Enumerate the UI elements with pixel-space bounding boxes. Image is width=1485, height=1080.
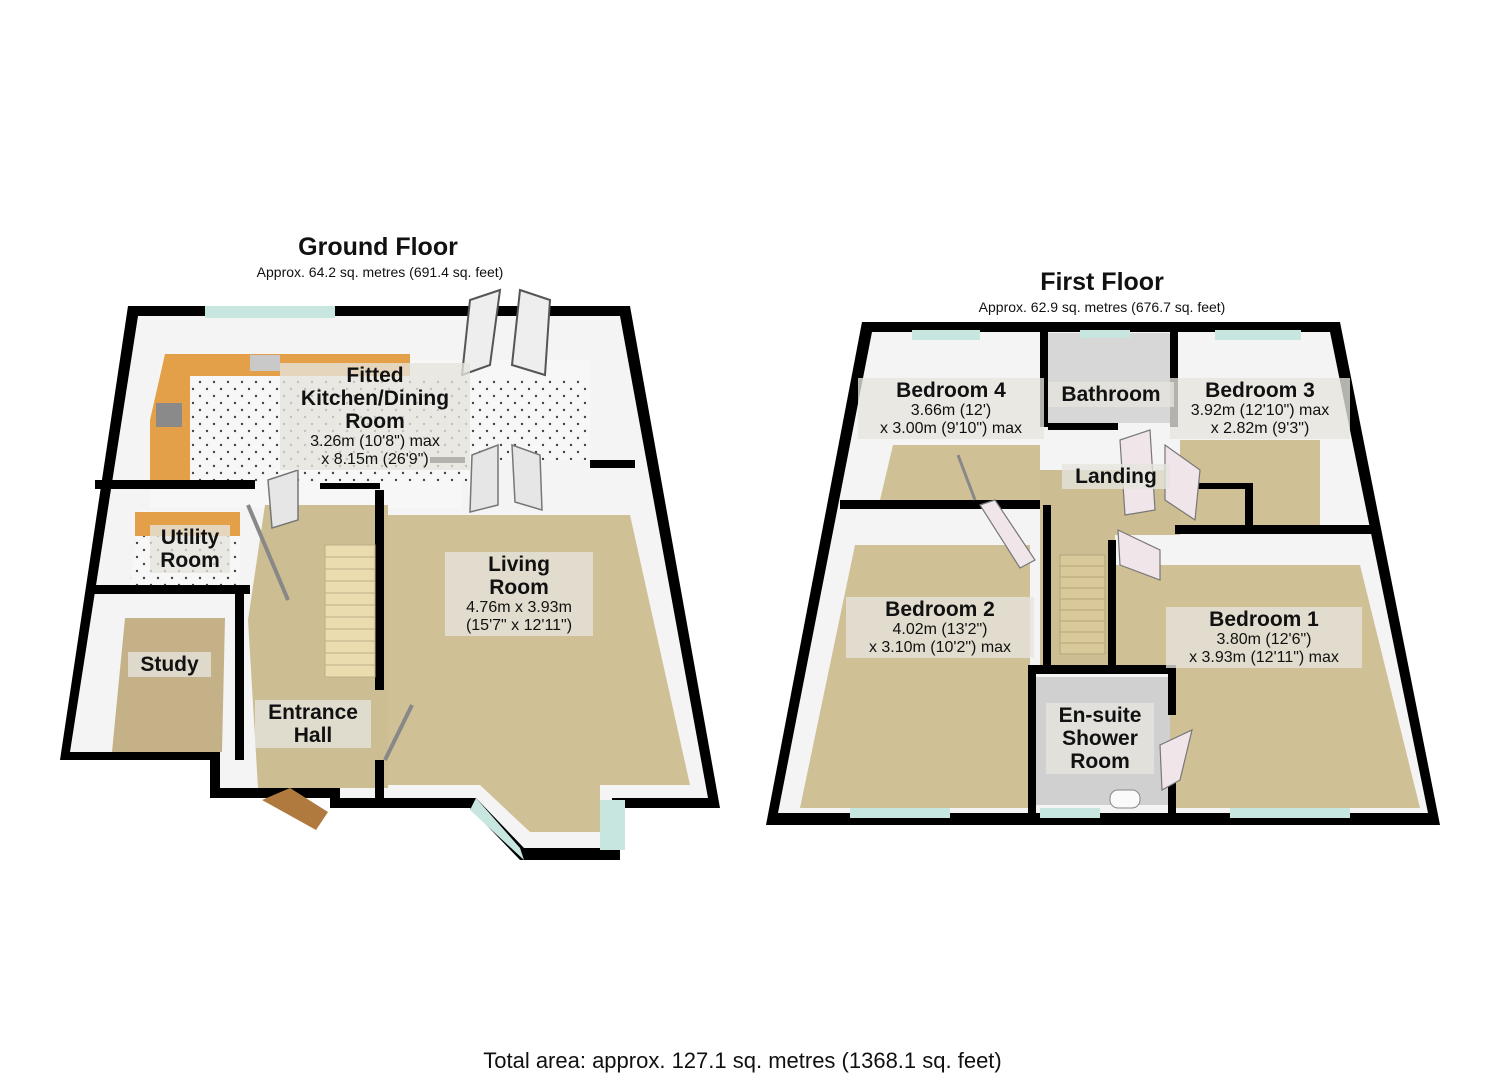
room-name: Room <box>345 410 405 433</box>
room-dimension: 3.80m (12'6") <box>1216 631 1312 648</box>
room-name: En-suite <box>1058 704 1142 727</box>
room-name: Landing <box>1075 465 1157 488</box>
room-name: Living <box>488 553 550 576</box>
ground-floor-title: Ground Floor <box>298 233 458 261</box>
room-label-ensuite-shower-room: En-suite Shower Room <box>1046 703 1154 774</box>
ground-floor-area: Approx. 64.2 sq. metres (691.4 sq. feet) <box>256 264 504 280</box>
room-dimension: x 3.10m (10'2") max <box>868 639 1012 656</box>
room-label-bedroom-1: Bedroom 1 3.80m (12'6") x 3.93m (12'11")… <box>1166 607 1362 668</box>
room-label-entrance-hall: Entrance Hall <box>255 700 371 748</box>
room-dimension: 3.92m (12'10") max <box>1190 402 1330 419</box>
room-label-utility-room: Utility Room <box>150 525 230 573</box>
room-label-living-room: Living Room 4.76m x 3.93m (15'7" x 12'11… <box>445 552 593 636</box>
room-dimension: 4.02m (13'2") <box>892 621 988 638</box>
room-dimension: 4.76m x 3.93m <box>466 599 572 616</box>
room-dimension: x 3.00m (9'10") max <box>879 420 1023 437</box>
room-name: Hall <box>293 724 333 747</box>
total-area: Total area: approx. 127.1 sq. metres (13… <box>483 1048 1002 1073</box>
room-name: Bedroom 2 <box>885 598 995 621</box>
room-name: Utility <box>160 526 220 549</box>
room-name: Entrance <box>268 701 358 724</box>
room-name: Shower <box>1062 727 1138 750</box>
room-dimension: x 8.15m (26'9") <box>321 451 429 468</box>
first-floor-title: First Floor <box>1040 268 1164 296</box>
room-dimension: 3.26m (10'8") max <box>310 433 440 450</box>
room-name: Room <box>1070 750 1130 773</box>
room-name: Fitted <box>346 364 404 387</box>
room-label-kitchen-dining: Fitted Kitchen/Dining Room 3.26m (10'8")… <box>280 363 470 470</box>
room-name: Bathroom <box>1061 383 1161 406</box>
room-label-bathroom: Bathroom <box>1048 382 1174 407</box>
room-dimension: x 2.82m (9'3") <box>1210 420 1310 437</box>
room-dimension: (15'7" x 12'11") <box>465 617 573 634</box>
room-name: Room <box>489 576 549 599</box>
room-label-bedroom-3: Bedroom 3 3.92m (12'10") max x 2.82m (9'… <box>1170 378 1350 439</box>
room-name: Bedroom 4 <box>896 379 1006 402</box>
room-name: Kitchen/Dining <box>300 387 450 410</box>
room-name: Study <box>140 653 199 676</box>
room-name: Bedroom 1 <box>1209 608 1319 631</box>
room-label-study: Study <box>128 652 211 677</box>
room-label-bedroom-2: Bedroom 2 4.02m (13'2") x 3.10m (10'2") … <box>846 597 1034 658</box>
room-label-landing: Landing <box>1062 464 1170 489</box>
room-name: Bedroom 3 <box>1205 379 1315 402</box>
room-dimension: x 3.93m (12'11") max <box>1189 649 1339 666</box>
room-label-bedroom-4: Bedroom 4 3.66m (12') x 3.00m (9'10") ma… <box>858 378 1044 439</box>
room-name: Room <box>160 549 220 572</box>
room-dimension: 3.66m (12') <box>910 402 992 419</box>
first-floor-area: Approx. 62.9 sq. metres (676.7 sq. feet) <box>978 299 1226 315</box>
